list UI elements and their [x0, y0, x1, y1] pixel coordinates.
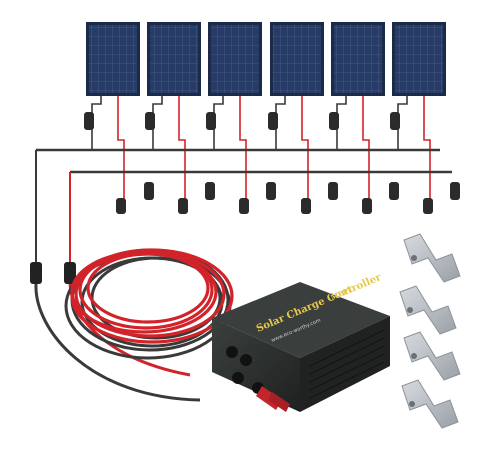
z-bracket-4 [401, 379, 459, 429]
coiled-cable-bundle [34, 248, 234, 402]
z-bracket-2 [399, 285, 457, 335]
solar-panel-row [86, 22, 446, 96]
z-bracket-1 [403, 233, 461, 283]
controller-terminals [226, 346, 290, 412]
solar-panel-1 [86, 22, 140, 96]
mounting-brackets [399, 233, 461, 429]
solar-panel-6 [392, 22, 446, 96]
mc4-connectors [30, 262, 76, 284]
solar-panel-4 [270, 22, 324, 96]
solar-panel-3 [208, 22, 262, 96]
panel-leads [91, 96, 431, 200]
z-bracket-3 [403, 331, 461, 381]
branch-connectors [84, 112, 460, 214]
charge-controller: Solar Charge Controller MPPT www.eco-wor… [212, 272, 390, 412]
solar-panel-2 [147, 22, 201, 96]
solar-panel-5 [331, 22, 385, 96]
